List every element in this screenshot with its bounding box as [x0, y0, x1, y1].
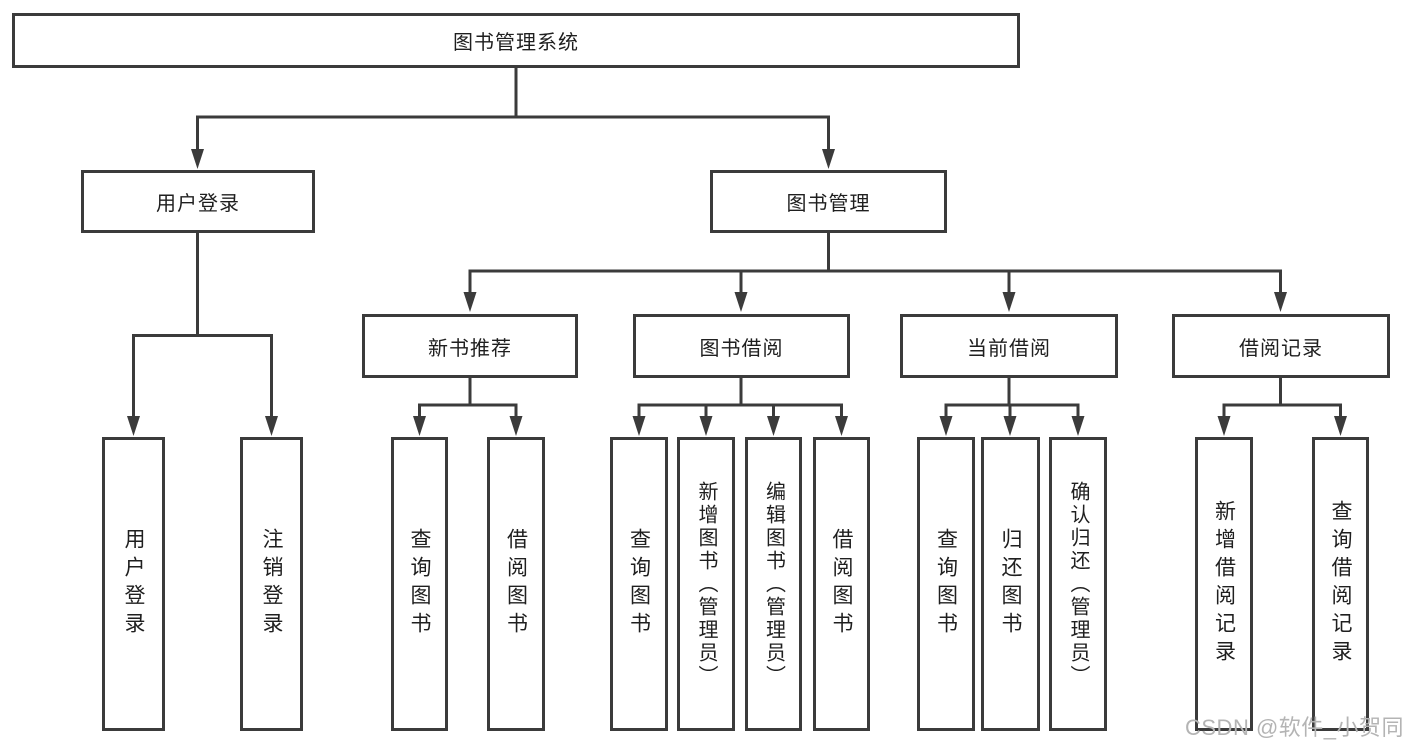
node-cb-query-label: 查询图书 — [934, 528, 958, 640]
arrowhead — [1002, 292, 1016, 312]
arrowhead — [265, 416, 278, 436]
node-bb-add-label: 新增图书（管理员） — [695, 480, 717, 688]
arrowhead — [1003, 416, 1017, 436]
node-ul-logout: 注销登录 — [240, 437, 303, 731]
node-book-borrow-label: 图书借阅 — [699, 337, 784, 360]
arrowhead — [463, 292, 477, 312]
node-br-add: 新增借阅记录 — [1195, 437, 1253, 731]
connector-currentborrow-to-children — [944, 377, 1080, 419]
node-cb-return-label: 归还图书 — [999, 528, 1022, 640]
node-ul-login: 用户登录 — [102, 437, 165, 731]
arrowhead — [939, 416, 953, 436]
node-book-borrow: 图书借阅 — [633, 314, 850, 378]
connector-newrec-to-children — [418, 377, 518, 419]
node-current-borrow-label: 当前借阅 — [967, 337, 1051, 360]
node-cb-return: 归还图书 — [981, 437, 1040, 731]
arrowhead — [191, 149, 204, 169]
node-bb-edit-label: 编辑图书（管理员） — [762, 480, 785, 688]
node-bb-edit: 编辑图书（管理员） — [745, 437, 802, 731]
node-new-rec-label: 新书推荐 — [428, 337, 512, 360]
arrowheads — [127, 149, 1347, 436]
node-nr-borrow-label: 借阅图书 — [504, 528, 528, 640]
node-user-login-label: 用户登录 — [156, 193, 240, 215]
node-nr-borrow: 借阅图书 — [487, 437, 545, 731]
node-root: 图书管理系统 — [12, 13, 1020, 68]
arrowhead — [767, 416, 780, 436]
arrowhead — [1217, 416, 1231, 436]
connector-borrowrecord-to-children — [1222, 377, 1342, 419]
arrowhead — [1334, 416, 1347, 436]
arrowhead — [699, 416, 713, 436]
connector-bookmgmt-to-level3 — [468, 233, 1282, 295]
node-cb-confirm-label: 确认归还（管理员） — [1067, 480, 1089, 688]
arrowhead — [1071, 416, 1085, 436]
node-root-label: 图书管理系统 — [453, 32, 579, 54]
node-current-borrow: 当前借阅 — [900, 314, 1118, 378]
node-br-add-label: 新增借阅记录 — [1212, 500, 1236, 668]
connector-userlogin-to-children — [132, 233, 273, 419]
node-ul-logout-label: 注销登录 — [260, 528, 283, 640]
node-bb-query: 查询图书 — [610, 437, 668, 731]
node-borrow-record-label: 借阅记录 — [1239, 337, 1323, 360]
node-nr-query-label: 查询图书 — [408, 528, 431, 640]
node-cb-confirm: 确认归还（管理员） — [1049, 437, 1107, 731]
arrowhead — [1274, 292, 1287, 312]
arrowhead — [822, 149, 835, 169]
node-borrow-record: 借阅记录 — [1172, 314, 1390, 378]
arrowhead — [509, 416, 523, 436]
node-bb-borrow: 借阅图书 — [813, 437, 870, 731]
node-br-query-label: 查询借阅记录 — [1329, 500, 1352, 668]
node-book-mgmt: 图书管理 — [710, 170, 947, 233]
node-bb-add: 新增图书（管理员） — [677, 437, 735, 731]
arrowhead — [413, 416, 426, 436]
node-br-query: 查询借阅记录 — [1312, 437, 1369, 731]
node-ul-login-label: 用户登录 — [122, 528, 145, 640]
connector-root-to-level2 — [196, 68, 830, 152]
node-cb-query: 查询图书 — [917, 437, 975, 731]
node-bb-query-label: 查询图书 — [627, 528, 651, 640]
node-nr-query: 查询图书 — [391, 437, 448, 731]
node-new-rec: 新书推荐 — [362, 314, 578, 378]
node-bb-borrow-label: 借阅图书 — [830, 528, 853, 640]
node-user-login: 用户登录 — [81, 170, 315, 233]
arrowhead — [127, 416, 140, 436]
watermark: CSDN @软件_小贺同学 — [1185, 715, 1405, 740]
arrowhead — [835, 416, 848, 436]
arrowhead — [632, 416, 646, 436]
arrowhead — [734, 292, 748, 312]
node-book-mgmt-label: 图书管理 — [786, 193, 871, 215]
connector-bookborrow-to-children — [637, 377, 843, 419]
